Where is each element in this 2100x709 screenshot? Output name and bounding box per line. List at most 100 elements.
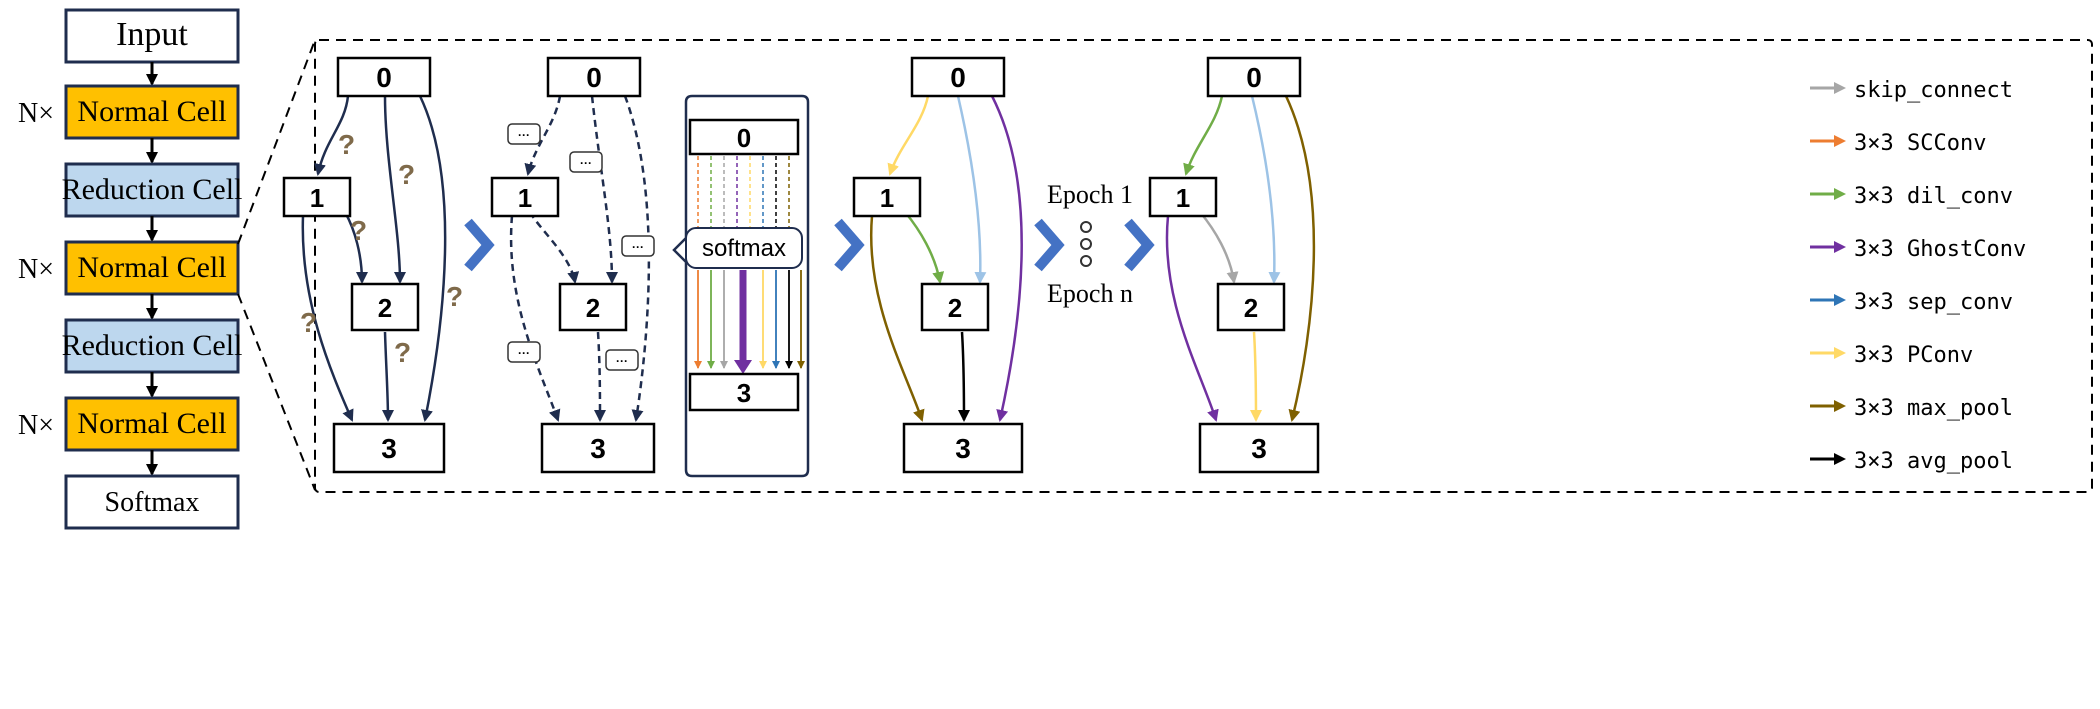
edge-2-3 [381, 331, 394, 422]
edge-1-2 [904, 211, 945, 284]
reduction-cell-label: Reduction Cell [62, 173, 243, 206]
edge-0-3 [418, 95, 447, 422]
edge-1-2 [528, 211, 580, 284]
question-mark: ? [338, 129, 355, 160]
svg-text:2: 2 [586, 293, 600, 323]
softmax-callout: 0 softmax [672, 94, 810, 478]
legend-item: 3×3 PConv [1810, 343, 1973, 368]
edge-0-2 [590, 95, 618, 284]
svg-text:0: 0 [737, 123, 751, 153]
op-legend: skip_connect 3×3 SCConv 3×3 dil_conv 3×3 Gh… [1810, 78, 2026, 474]
edge-1-2 [1199, 211, 1239, 284]
panel-derived-epoch1: 0 1 2 3 [852, 56, 1024, 474]
edge-0-3 [1284, 95, 1316, 422]
node-0: 0 [910, 56, 1006, 98]
edge-0-1 [887, 95, 930, 176]
edge-0-3 [623, 95, 651, 422]
node-3: 3 [332, 422, 446, 474]
question-mark: ? [350, 215, 367, 246]
svg-text:2: 2 [1244, 293, 1258, 323]
candidate-bubble: ··· [507, 123, 541, 145]
question-mark: ? [394, 337, 411, 368]
input-box: Input [64, 8, 240, 64]
question-mark: ? [446, 281, 463, 312]
softmax-box: Softmax [64, 474, 240, 530]
svg-text:···: ··· [518, 346, 530, 360]
edge-0-1 [314, 95, 350, 176]
legend-label: 3×3 avg_pool [1854, 449, 2013, 474]
node-3: 3 [540, 422, 656, 474]
svg-text:0: 0 [1246, 62, 1262, 93]
svg-text:3: 3 [955, 433, 971, 464]
candidate-bubble: ··· [605, 349, 639, 371]
svg-text:1: 1 [518, 183, 532, 213]
ellipsis-dots [1080, 221, 1092, 267]
legend-item: skip_connect [1810, 78, 2013, 103]
legend-label: skip_connect [1854, 78, 2013, 103]
edge-0-2 [1250, 95, 1281, 284]
edge-1-3 [301, 215, 354, 422]
svg-text:softmax: softmax [702, 235, 786, 262]
epoch-last-label: Epoch n [1047, 279, 1133, 308]
svg-text:···: ··· [518, 128, 530, 142]
legend-item: 3×3 avg_pool [1810, 449, 2013, 474]
candidate-bubble: ··· [507, 341, 541, 363]
reduction-cell-label: Reduction Cell [62, 329, 243, 362]
svg-text:1: 1 [1176, 183, 1190, 213]
edge-0-2 [383, 95, 406, 284]
normal-cell-label: Normal Cell [77, 407, 226, 440]
svg-text:3: 3 [381, 433, 397, 464]
epoch-first-label: Epoch 1 [1047, 180, 1133, 209]
node-1: 1 [852, 176, 922, 218]
node-2: 2 [920, 282, 990, 332]
legend-item: 3×3 dil_conv [1810, 184, 2013, 209]
svg-text:1: 1 [310, 183, 324, 213]
node-0: 0 [1206, 56, 1302, 98]
panel-candidate-ops: 0 1 2 3 ··· ··· ··· ··· [490, 56, 656, 474]
softmax-pill: softmax [685, 227, 803, 269]
node-2: 2 [558, 282, 628, 332]
svg-text:0: 0 [376, 62, 392, 93]
legend-label: 3×3 GhostConv [1854, 237, 2026, 262]
legend-item: 3×3 SCConv [1810, 131, 1986, 156]
chevron-right-icon [464, 218, 495, 272]
repeat-label: N× [18, 98, 54, 129]
legend-label: 3×3 sep_conv [1854, 290, 2013, 315]
left-stack: Input Normal Cell N× Reduction Cell Norm… [18, 8, 243, 530]
node-3: 3 [902, 422, 1024, 474]
chevron-right-icon [1034, 218, 1065, 272]
legend-item: 3×3 max_pool [1810, 396, 2013, 421]
zoom-line-top [237, 39, 316, 245]
zoom-line-bottom [237, 293, 316, 491]
node-1: 1 [282, 176, 352, 218]
svg-text:0: 0 [586, 62, 602, 93]
normal-cell-label: Normal Cell [77, 251, 226, 284]
svg-text:2: 2 [378, 293, 392, 323]
edge-0-1 [1183, 95, 1224, 176]
edge-2-3 [957, 331, 970, 422]
candidate-bubble: ··· [621, 235, 655, 257]
svg-text:···: ··· [580, 156, 592, 170]
edge-2-3 [1249, 331, 1262, 422]
svg-text:···: ··· [632, 240, 644, 254]
node-2: 2 [350, 282, 420, 332]
legend-item: 3×3 sep_conv [1810, 290, 2013, 315]
question-mark: ? [300, 307, 317, 338]
svg-text:3: 3 [737, 378, 751, 408]
edge-2-3 [593, 331, 606, 422]
svg-text:0: 0 [950, 62, 966, 93]
node-1: 1 [490, 176, 560, 218]
legend-label: 3×3 max_pool [1854, 396, 2013, 421]
edge-0-2 [956, 95, 987, 284]
legend-label: 3×3 SCConv [1854, 131, 1986, 156]
question-mark: ? [398, 159, 415, 190]
node-0: 0 [336, 56, 432, 98]
svg-text:1: 1 [880, 183, 894, 213]
chevron-right-icon [1124, 218, 1155, 272]
reduction-cell-box: Reduction Cell [62, 318, 243, 374]
edge-0-3 [990, 95, 1023, 422]
edge-1-3 [869, 215, 925, 422]
legend-label: 3×3 PConv [1854, 343, 1973, 368]
svg-text:2: 2 [948, 293, 962, 323]
